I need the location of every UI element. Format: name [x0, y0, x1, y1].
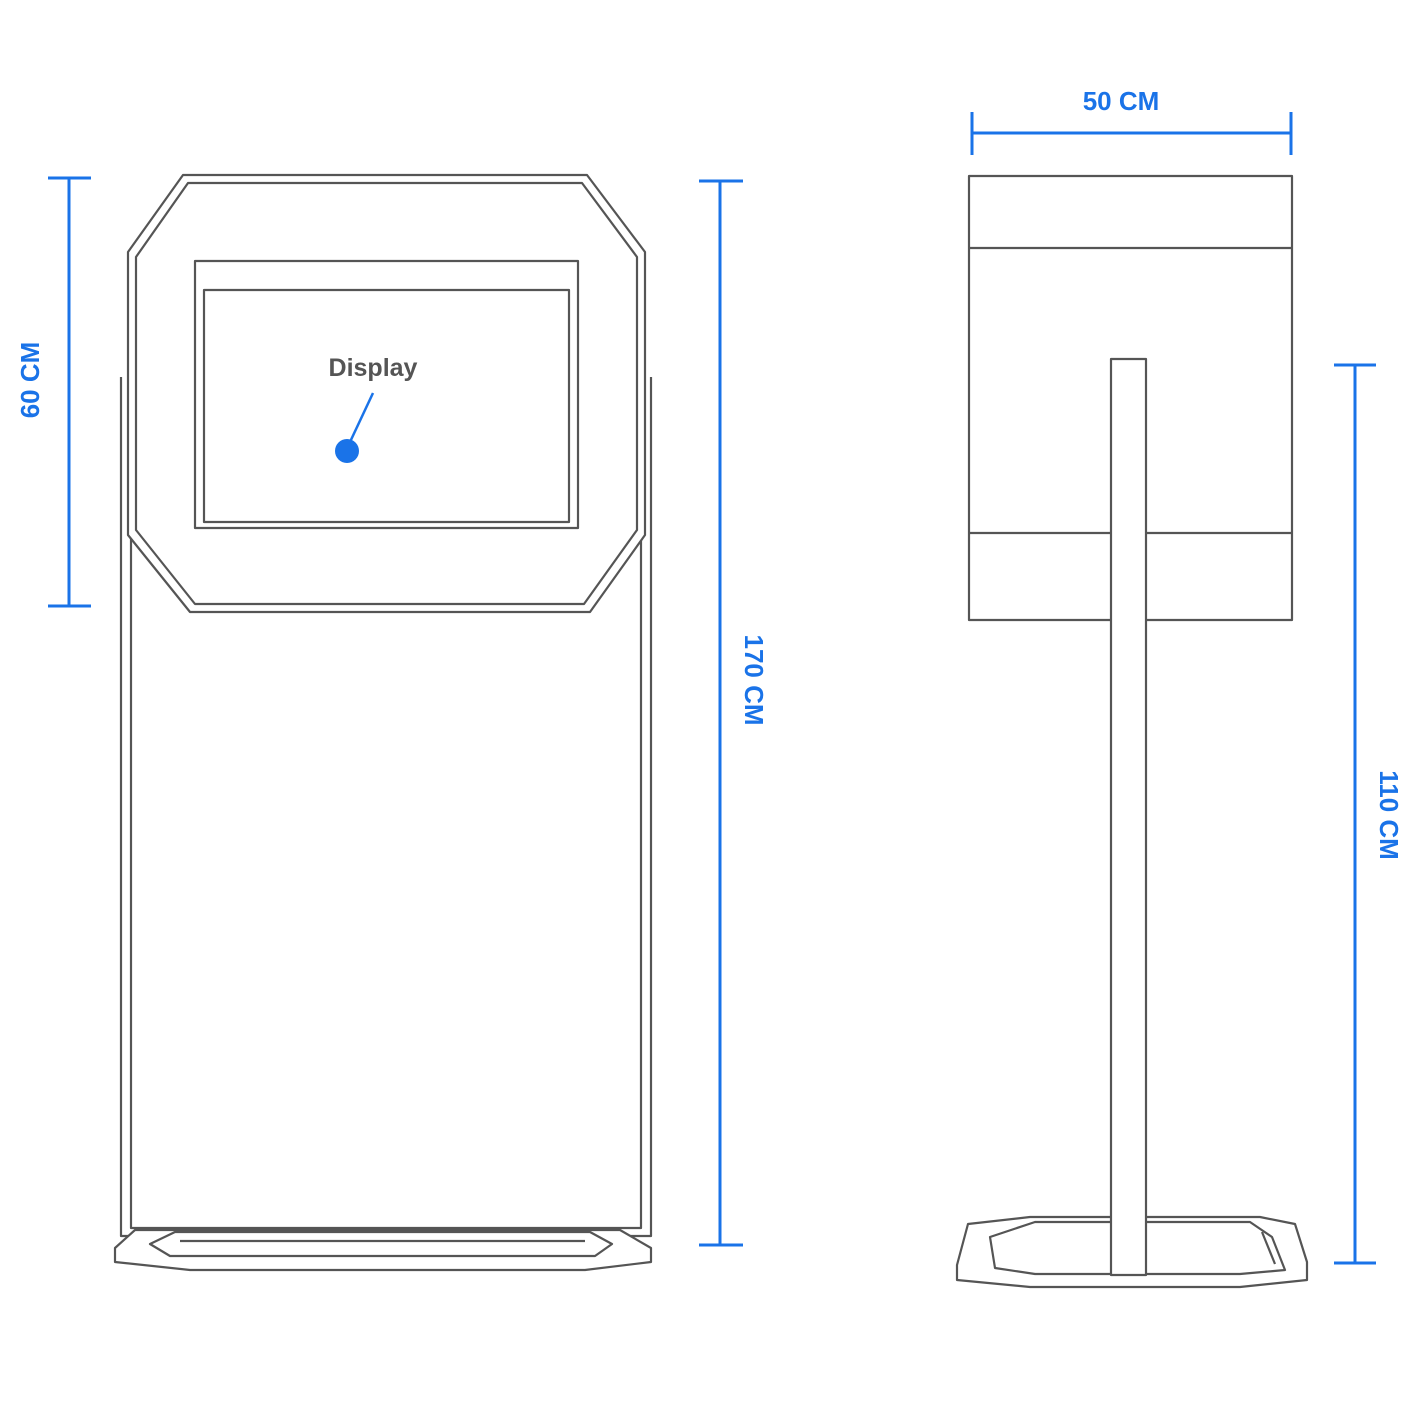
front-base [113, 1228, 653, 1272]
display-screen [193, 259, 580, 530]
front-view: Display [113, 173, 653, 1272]
dim-front-total-height: 170 CM [699, 179, 769, 1247]
side-view [955, 174, 1309, 1289]
dim-label-170cm: 170 CM [739, 634, 769, 725]
dim-side-pole-height: 110 CM [1334, 363, 1404, 1265]
display-callout: Display [329, 354, 418, 463]
callout-leader [348, 392, 375, 443]
dim-side-width: 50 CM [970, 86, 1293, 155]
dim-label-50cm: 50 CM [1083, 86, 1160, 116]
callout-dot [335, 439, 359, 463]
dim-label-60cm: 60 CM [15, 342, 45, 419]
dim-label-110cm: 110 CM [1374, 770, 1404, 860]
dim-front-screen-height: 60 CM [15, 176, 91, 608]
display-label: Display [329, 354, 418, 382]
side-pole [1109, 357, 1148, 1277]
